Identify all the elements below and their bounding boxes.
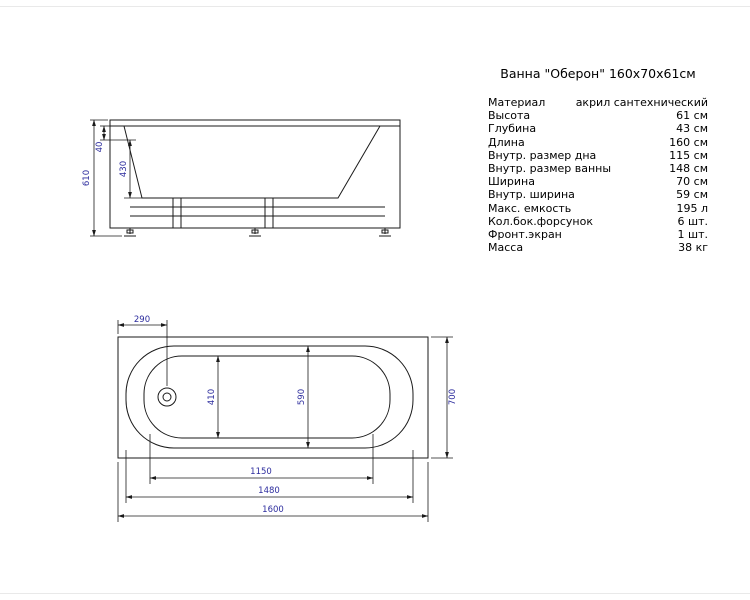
spec-row: Масса 38 кг — [488, 241, 708, 254]
dim-inner-length: 1480 — [125, 450, 414, 503]
spec-value: 1 шт. — [677, 228, 708, 242]
spec-label: Материал — [488, 96, 546, 109]
spec-row: Ширина 70 см — [488, 175, 708, 188]
plan-view-drawing: 290 410 590 700 1150 1480 — [117, 315, 458, 522]
spec-value: 43 см — [676, 122, 708, 136]
spec-row: Материал акрил сантехнический — [488, 96, 708, 109]
spec-row: Кол.бок.форсунок 6 шт. — [488, 215, 708, 228]
dim-label-total-length: 1600 — [262, 505, 284, 515]
spec-row: Внутр. ширина 59 см — [488, 188, 708, 201]
dim-bottom-width: 410 — [207, 355, 220, 439]
dim-bottom-length: 1150 — [149, 434, 374, 484]
spec-label: Длина — [488, 135, 525, 149]
dim-label-inner-depth: 430 — [119, 161, 129, 177]
spec-label: Фронт.экран — [488, 228, 562, 242]
spec-label: Внутр. размер ванны — [488, 162, 612, 176]
dim-label-drain-offset: 290 — [134, 315, 150, 325]
dim-label-inner-length: 1480 — [258, 486, 280, 496]
dim-inner-width: 590 — [297, 345, 310, 449]
spec-row: Высота 61 см — [488, 109, 708, 122]
dim-label-total-width: 700 — [448, 389, 458, 405]
dim-label-rim-offset: 40 — [95, 142, 105, 153]
spec-label: Глубина — [488, 122, 537, 136]
spec-value: 59 см — [676, 188, 708, 202]
spec-row: Длина 160 см — [488, 136, 708, 149]
spec-row: Внутр. размер ванны 148 см — [488, 162, 708, 175]
spec-row: Внутр. размер дна 115 см — [488, 149, 708, 162]
spec-label: Макс. емкость — [488, 201, 572, 215]
dim-label-bottom-width: 410 — [207, 389, 217, 405]
dim-label-total-height: 610 — [82, 170, 92, 186]
spec-value: 115 см — [669, 148, 708, 162]
spec-value: 195 л — [676, 201, 708, 215]
spec-value: 38 кг — [678, 241, 708, 255]
side-view-drawing: 610 40 430 — [82, 119, 401, 237]
dim-label-bottom-length: 1150 — [250, 467, 272, 477]
dim-total-width: 700 — [431, 336, 458, 459]
spec-row: Фронт.экран 1 шт. — [488, 228, 708, 241]
side-view-support-frame — [130, 198, 385, 228]
spec-row: Глубина 43 см — [488, 122, 708, 135]
drain-circle — [157, 387, 177, 407]
dim-drain-offset: 290 — [117, 315, 168, 386]
spec-value: акрил сантехнический — [575, 96, 708, 109]
side-view-legs — [124, 228, 391, 237]
spec-value: 148 см — [669, 162, 708, 176]
spec-value: 70 см — [676, 175, 708, 189]
spec-row: Макс. емкость 195 л — [488, 202, 708, 215]
spec-label: Внутр. размер дна — [488, 148, 597, 162]
plan-view-tub-outline — [117, 336, 429, 459]
spec-label: Масса — [488, 241, 524, 255]
spec-label: Высота — [488, 109, 531, 123]
spec-value: 6 шт. — [677, 214, 708, 228]
dim-total-length: 1600 — [117, 462, 429, 522]
spec-value: 61 см — [676, 109, 708, 123]
frame-line-top — [0, 6, 750, 7]
side-view-tub-outline — [109, 119, 401, 229]
spec-label: Кол.бок.форсунок — [488, 214, 593, 228]
spec-value: 160 см — [669, 135, 708, 149]
drawing-title: Ванна "Оберон" 160х70х61см — [500, 66, 696, 81]
specs-table: Материал акрил сантехнический Высота 61 см… — [488, 96, 708, 254]
spec-label: Ширина — [488, 175, 535, 189]
dim-inner-depth: 430 — [119, 139, 144, 199]
spec-label: Внутр. ширина — [488, 188, 575, 202]
frame-line-bottom — [0, 593, 750, 594]
dim-label-inner-width: 590 — [297, 389, 307, 405]
dim-total-height: 610 — [82, 119, 122, 237]
